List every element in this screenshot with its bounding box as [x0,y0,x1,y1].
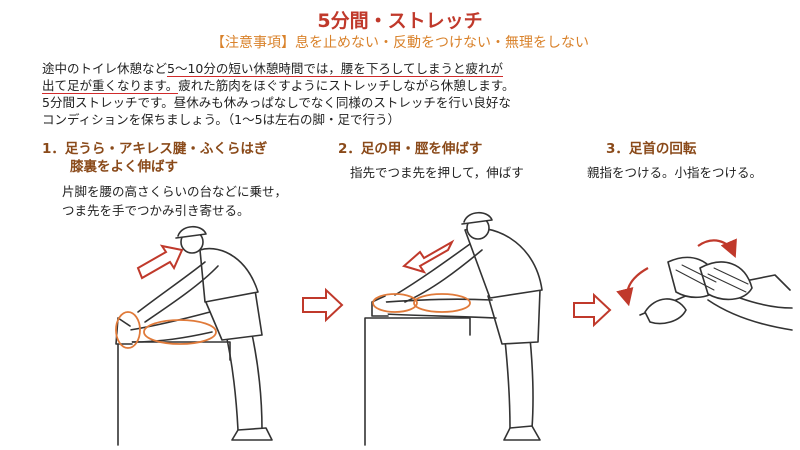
figure-2-highlights [372,293,471,313]
intro-line-4: コンディションを保ちましょう。（1～5は左右の脚・足で行う） [42,112,401,127]
figure-2-arrow [401,239,455,274]
section-3-desc: 親指をつける。小指をつける。 [587,165,763,180]
intro-text: 疲れた筋肉をほぐすようにストレッチしながら休憩します。 [178,78,515,93]
intro-line-2: 出て足が重くなります。疲れた筋肉をほぐすようにストレッチしながら休憩します。 [42,77,642,94]
page-title: 5分間・ストレッチ [317,10,483,32]
section-1-subtitle: 膝裏をよく伸ばす [70,159,178,175]
intro-paragraph: 途中のトイレ休憩など5～10分の短い休憩時間では，腰を下ろしてしまうと疲れが 出… [42,60,642,128]
section-2-desc: 指先でつま先を押して，伸ばす [350,165,524,180]
figure-2-stretch [364,211,543,446]
next-arrow-2 [573,292,612,328]
figure-1-highlights [115,311,217,349]
section-3-title: 3．足首の回転 [606,141,697,157]
figure-1-stretch [115,225,273,446]
section-1-desc-2: つま先を手でつかみ引き寄せる。 [62,203,250,218]
rotation-arrows [616,238,737,307]
caution-note: 【注意事項】息を止めない・反動をつけない・無理をしない [211,35,589,51]
next-arrow-1 [302,287,344,323]
figure-1-arrow [136,244,184,280]
intro-line-3: 5分間ストレッチです。昼休みも休みっぱなしでなく同様のストレッチを行い良好な [42,95,511,110]
figure-3-ankles [639,256,793,331]
underlined-text: 5～10分の短い休憩時間では，腰を下ろしてしまうと疲れが [167,61,504,77]
section-2-title: 2．足の甲・脛を伸ばす [338,141,483,157]
intro-line-1: 途中のトイレ休憩など5～10分の短い休憩時間では，腰を下ろしてしまうと疲れが [42,60,642,77]
intro-text: 途中のトイレ休憩など [42,61,168,76]
underlined-text: 出て足が重くなります。 [42,78,179,94]
section-1-title: 1．足うら・アキレス腱・ふくらはぎ [42,141,268,157]
section-1-desc-1: 片脚を腰の高さくらいの台などに乗せ， [62,184,288,199]
